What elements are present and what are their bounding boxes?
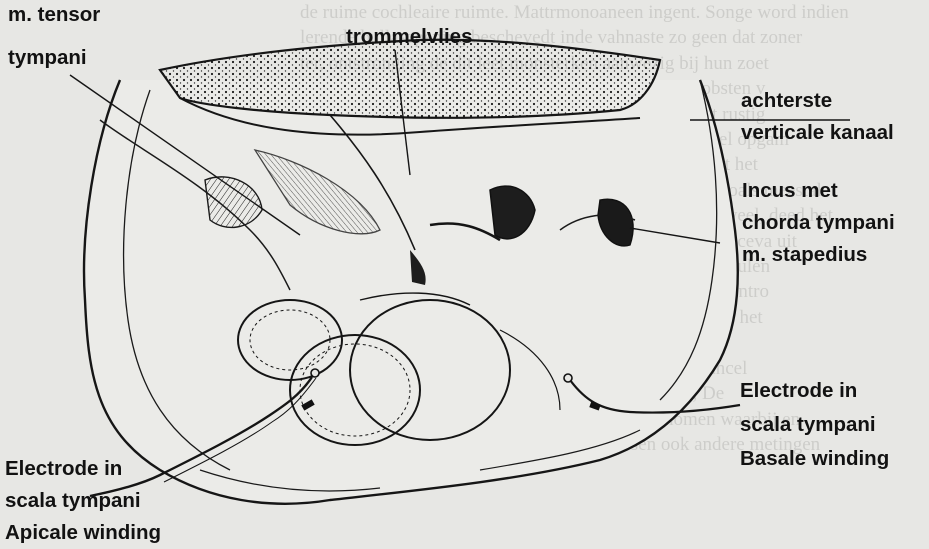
label-incus-met-chorda-tympani: Incus met chorda tympani m. stapedius xyxy=(742,178,895,268)
label-achterste-verticale-kanaal: achterste verticale kanaal xyxy=(741,88,894,146)
bulla-outline xyxy=(84,80,738,504)
label-electrode-apicale-winding: Electrode in scala tympani Apicale windi… xyxy=(5,456,161,546)
label-trommelvlies: trommelvlies xyxy=(346,24,472,50)
label-electrode-basale-winding: Electrode in scala tympani Basale windin… xyxy=(740,378,889,472)
label-m-tensor-tympani: m. tensor tympani xyxy=(8,2,100,71)
tympanic-membrane xyxy=(160,40,660,118)
